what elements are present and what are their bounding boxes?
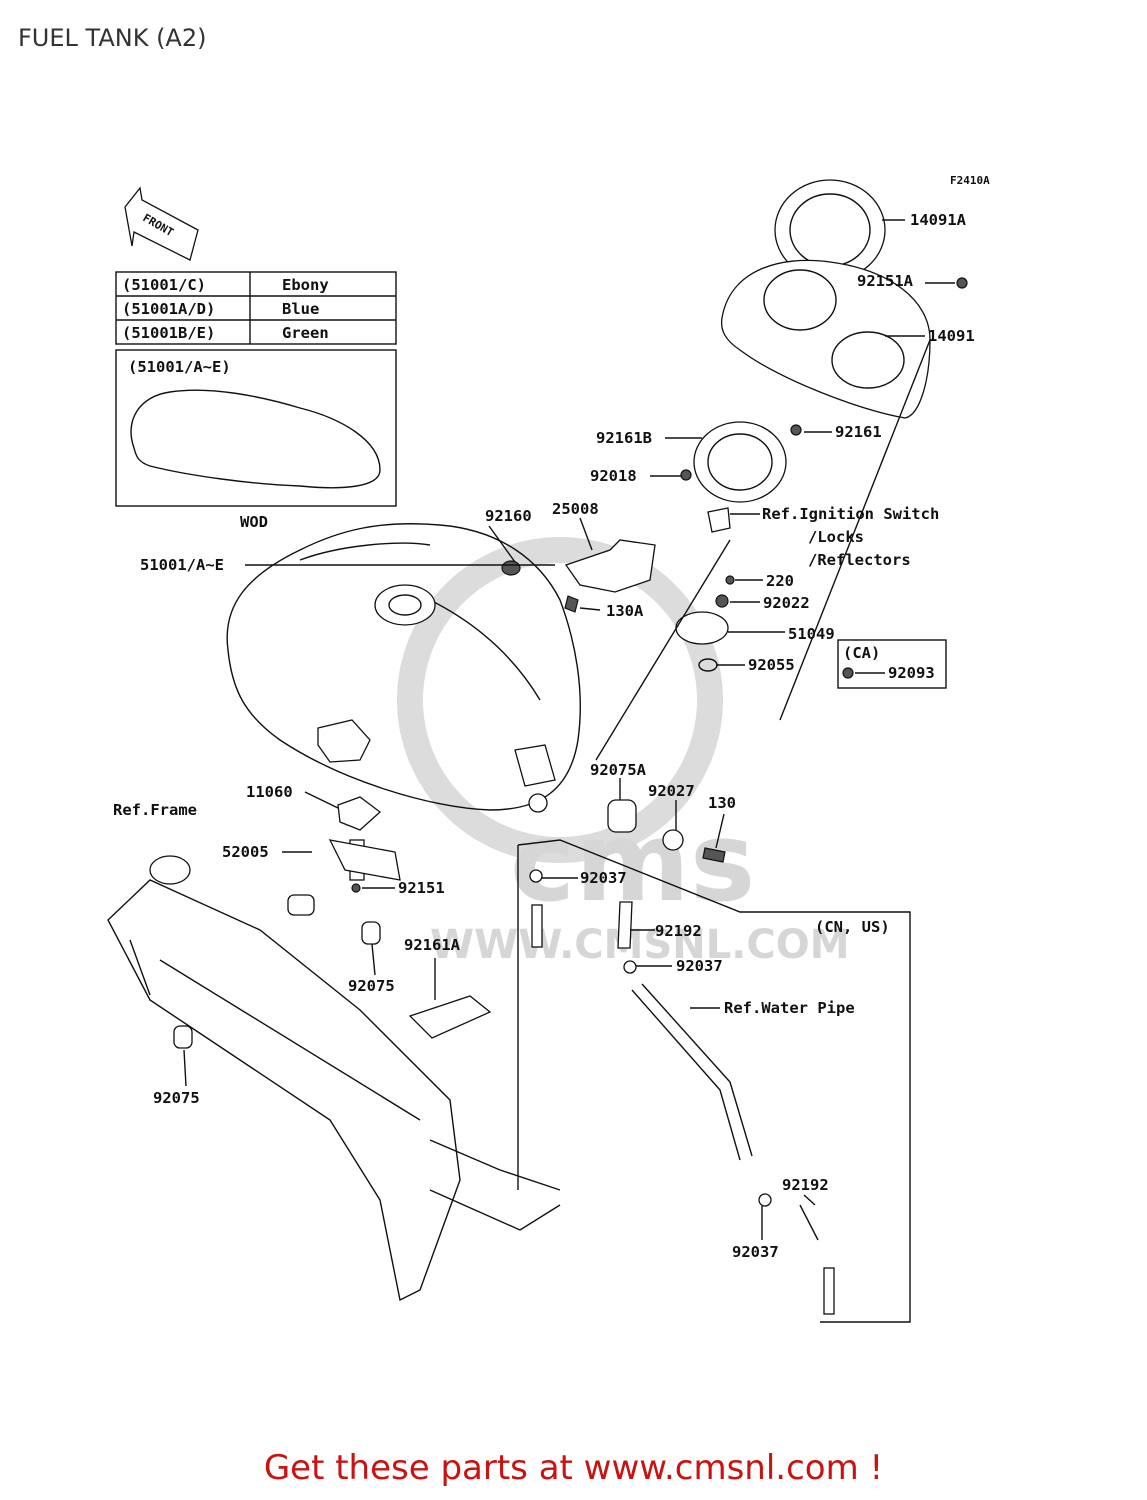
ref-ignition-label: /Reflectors	[808, 551, 911, 569]
part-label: 92055	[748, 656, 795, 674]
ref-ignition-label: /Locks	[808, 528, 864, 546]
part-label: 92037	[676, 957, 723, 975]
part-label: 25008	[552, 500, 599, 518]
part-label: 51049	[788, 625, 835, 643]
part-label: 11060	[246, 783, 293, 801]
motorcycle-frame	[107, 855, 561, 1302]
part-label: 92075	[153, 1089, 200, 1107]
part-label: 14091	[928, 327, 975, 345]
part-label: 92161A	[404, 936, 461, 954]
color-code: (51001B/E)	[122, 324, 215, 342]
part-label: 92093	[888, 664, 935, 682]
page-title: FUEL TANK (A2)	[18, 24, 207, 52]
part-label: 14091A	[910, 211, 967, 229]
color-name: Blue	[282, 300, 319, 318]
part-label: 92022	[763, 594, 810, 612]
reference-labels: Ref.Ignition Switch /Locks /Reflectors R…	[113, 505, 939, 1017]
footer-link[interactable]: Get these parts at www.cmsnl.com !	[263, 1448, 884, 1488]
part-label: 92151	[398, 879, 445, 897]
part-label: 92037	[580, 869, 627, 887]
part-label: 92037	[732, 1243, 779, 1261]
tank-inset: (51001/A~E) WOD	[115, 349, 397, 531]
color-name: Green	[282, 324, 329, 342]
inset-label: (51001/A~E)	[128, 358, 231, 376]
part-label: 92075	[348, 977, 395, 995]
inset-caption: WOD	[240, 513, 268, 531]
gauge-assembly	[595, 179, 968, 761]
ca-box: (CA)	[837, 639, 947, 689]
part-label: 92161	[835, 423, 882, 441]
ca-label: (CA)	[843, 644, 880, 662]
color-code: (51001A/D)	[122, 300, 215, 318]
part-label: 130A	[606, 602, 644, 620]
part-label: 92027	[648, 782, 695, 800]
part-label: 92018	[590, 467, 637, 485]
figure-code: F2410A	[950, 174, 990, 187]
rubber-dampers	[173, 793, 726, 1049]
leader-lines	[183, 219, 955, 1240]
color-code: (51001/C)	[122, 276, 206, 294]
part-labels: 14091A 92151A 14091 92161 92161B 92018 9…	[140, 211, 975, 1261]
cn-us-box: (CN, US)	[517, 839, 911, 1323]
part-label: 92161B	[596, 429, 652, 447]
fuel-tank	[226, 523, 581, 811]
part-label: 92075A	[590, 761, 647, 779]
color-name: Ebony	[282, 276, 329, 294]
ref-frame-label: Ref.Frame	[113, 801, 197, 819]
watermark-url: WWW.CMSNL.COM	[430, 922, 850, 968]
part-label: 51001/A~E	[140, 556, 224, 574]
part-label: 52005	[222, 843, 269, 861]
part-label: 220	[766, 572, 794, 590]
hoses	[529, 869, 835, 1315]
ref-ignition-label: Ref.Ignition Switch	[762, 505, 939, 523]
part-label: 92151A	[857, 272, 914, 290]
front-arrow-icon: FRONT	[124, 186, 199, 261]
color-table: (51001/C) Ebony (51001A/D) Blue (51001B/…	[115, 271, 397, 345]
cn-us-label: (CN, US)	[815, 918, 890, 936]
ref-water-pipe-label: Ref.Water Pipe	[724, 999, 855, 1017]
part-label: 92192	[782, 1176, 829, 1194]
part-label: 92160	[485, 507, 532, 525]
fuel-pump	[287, 796, 401, 916]
part-label: 130	[708, 794, 736, 812]
part-label: 92192	[655, 922, 702, 940]
